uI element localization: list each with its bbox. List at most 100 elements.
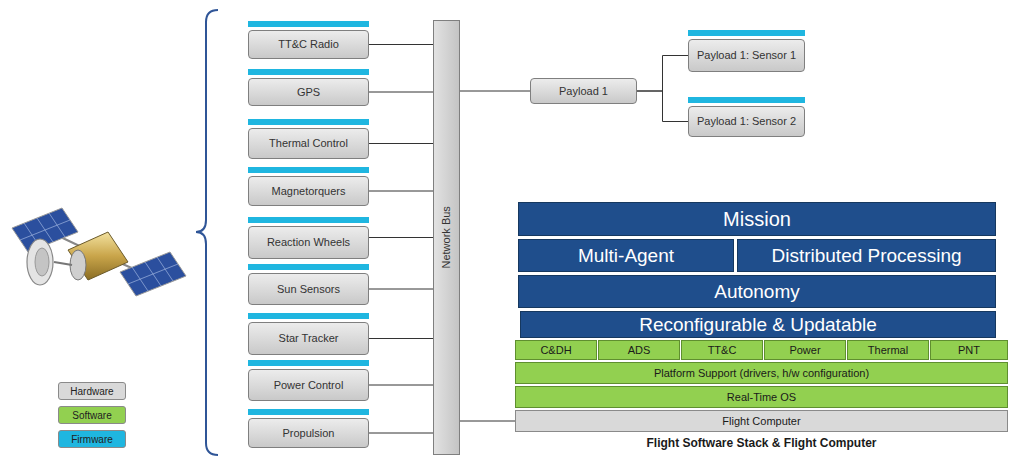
software-module: ADS xyxy=(598,340,680,360)
hardware-box: Power Control xyxy=(248,369,369,401)
software-module: TT&C xyxy=(681,340,763,360)
connector-line xyxy=(369,143,433,144)
legend-swatch: Hardware xyxy=(58,382,126,400)
node-label: Flight Computer xyxy=(722,415,800,428)
software-module: Thermal xyxy=(847,340,929,360)
satellite-illustration-part xyxy=(70,250,86,280)
bus-connector xyxy=(369,143,433,144)
connector-line xyxy=(369,338,433,339)
satellite-illustration-part xyxy=(27,239,53,285)
node-label: Thermal Control xyxy=(269,137,348,150)
node-label: C&DH xyxy=(540,344,571,357)
connector-line xyxy=(369,237,433,238)
node-label: Sun Sensors xyxy=(277,283,340,296)
legend-swatch: Software xyxy=(58,406,126,424)
software-layer: Multi-Agent xyxy=(518,239,734,272)
node-label: Thermal xyxy=(868,344,908,357)
satellite-illustration-part xyxy=(35,248,49,276)
legend-swatch: Firmware xyxy=(58,430,126,448)
hardware-box: Sun Sensors xyxy=(248,273,369,305)
satellite-illustration-part xyxy=(54,262,72,265)
software-layer: Mission xyxy=(518,202,996,236)
connector-line xyxy=(369,289,433,290)
connector-line xyxy=(369,44,433,45)
hardware-box: Magnetorquers xyxy=(248,176,369,206)
software-module: Power xyxy=(764,340,846,360)
network-bus: Network Bus xyxy=(433,20,460,455)
bus-connector xyxy=(369,44,433,45)
connector-line xyxy=(637,91,688,122)
firmware-bars-part xyxy=(248,409,369,415)
grouping-bracket xyxy=(196,10,218,455)
firmware-bars-part xyxy=(248,69,369,75)
node-label: Distributed Processing xyxy=(771,245,961,267)
node-label: Network Bus xyxy=(440,206,453,268)
connector-line xyxy=(369,92,433,93)
firmware-bars-part xyxy=(248,313,369,319)
sensor-box: Payload 1: Sensor 1 xyxy=(688,39,805,72)
connector-line xyxy=(369,385,433,386)
node-label: Star Tracker xyxy=(279,332,339,345)
bus-connector xyxy=(369,338,433,339)
node-label: Reconfigurable & Updatable xyxy=(639,314,877,336)
firmware-bars-part xyxy=(248,21,369,27)
satellite-illustration-part xyxy=(128,264,178,284)
legend-label: Firmware xyxy=(71,434,113,445)
node-label: Propulsion xyxy=(283,427,335,440)
node-label: TT&C Radio xyxy=(278,38,339,51)
payload-box: Payload 1 xyxy=(530,78,637,104)
firmware-bars-part xyxy=(688,30,805,36)
bus-connector xyxy=(369,433,433,434)
satellite-illustration-part xyxy=(120,252,186,296)
firmware-bars-part xyxy=(248,119,369,125)
connector-line xyxy=(460,421,515,422)
connector-line xyxy=(369,433,433,434)
firmware-bars-part xyxy=(248,167,369,173)
node-label: Mission xyxy=(723,208,791,231)
node-label: Multi-Agent xyxy=(578,245,674,267)
sensor-box: Payload 1: Sensor 2 xyxy=(688,106,805,137)
figure-caption: Flight Software Stack & Flight Computer xyxy=(515,436,1008,450)
satellite-illustration-part xyxy=(20,220,70,240)
connector-line xyxy=(369,191,433,192)
software-layer: Autonomy xyxy=(518,275,996,308)
hardware-box: GPS xyxy=(248,78,369,106)
hardware-box: Propulsion xyxy=(248,418,369,448)
node-label: Power xyxy=(789,344,820,357)
connector-line xyxy=(460,91,530,92)
software-layer: Distributed Processing xyxy=(737,239,996,272)
hardware-box: Star Tracker xyxy=(248,322,369,355)
bus-connector xyxy=(369,237,433,238)
software-layer: Reconfigurable & Updatable xyxy=(520,311,996,338)
node-label: Autonomy xyxy=(714,281,800,303)
hardware-box: Thermal Control xyxy=(248,128,369,159)
node-label: Power Control xyxy=(274,379,344,392)
bus-connector xyxy=(637,91,688,122)
bus-connector xyxy=(460,421,515,422)
bus-connector xyxy=(369,92,433,93)
software-layer: Platform Support (drivers, h/w configura… xyxy=(515,362,1008,384)
node-label: Real-Time OS xyxy=(727,391,796,404)
node-label: PNT xyxy=(958,344,980,357)
node-label: Reaction Wheels xyxy=(267,236,350,249)
node-label: ADS xyxy=(628,344,651,357)
node-label: Magnetorquers xyxy=(272,185,346,198)
firmware-bars-part xyxy=(248,217,369,223)
connector-line xyxy=(637,56,688,92)
firmware-bars-part xyxy=(248,264,369,270)
node-label: Platform Support (drivers, h/w configura… xyxy=(654,367,869,380)
flight-computer: Flight Computer xyxy=(515,410,1008,432)
satellite-illustration xyxy=(12,208,186,296)
hardware-box: Reaction Wheels xyxy=(248,226,369,259)
node-label: Payload 1 xyxy=(559,85,608,98)
software-module: C&DH xyxy=(515,340,597,360)
satellite-illustration-part xyxy=(68,232,128,280)
node-label: Payload 1: Sensor 1 xyxy=(697,49,796,62)
legend-label: Hardware xyxy=(70,386,113,397)
node-label: TT&C xyxy=(708,344,737,357)
software-layer: Real-Time OS xyxy=(515,386,1008,408)
software-module: PNT xyxy=(930,340,1008,360)
hardware-box: TT&C Radio xyxy=(248,30,369,59)
bus-connector xyxy=(637,56,688,92)
